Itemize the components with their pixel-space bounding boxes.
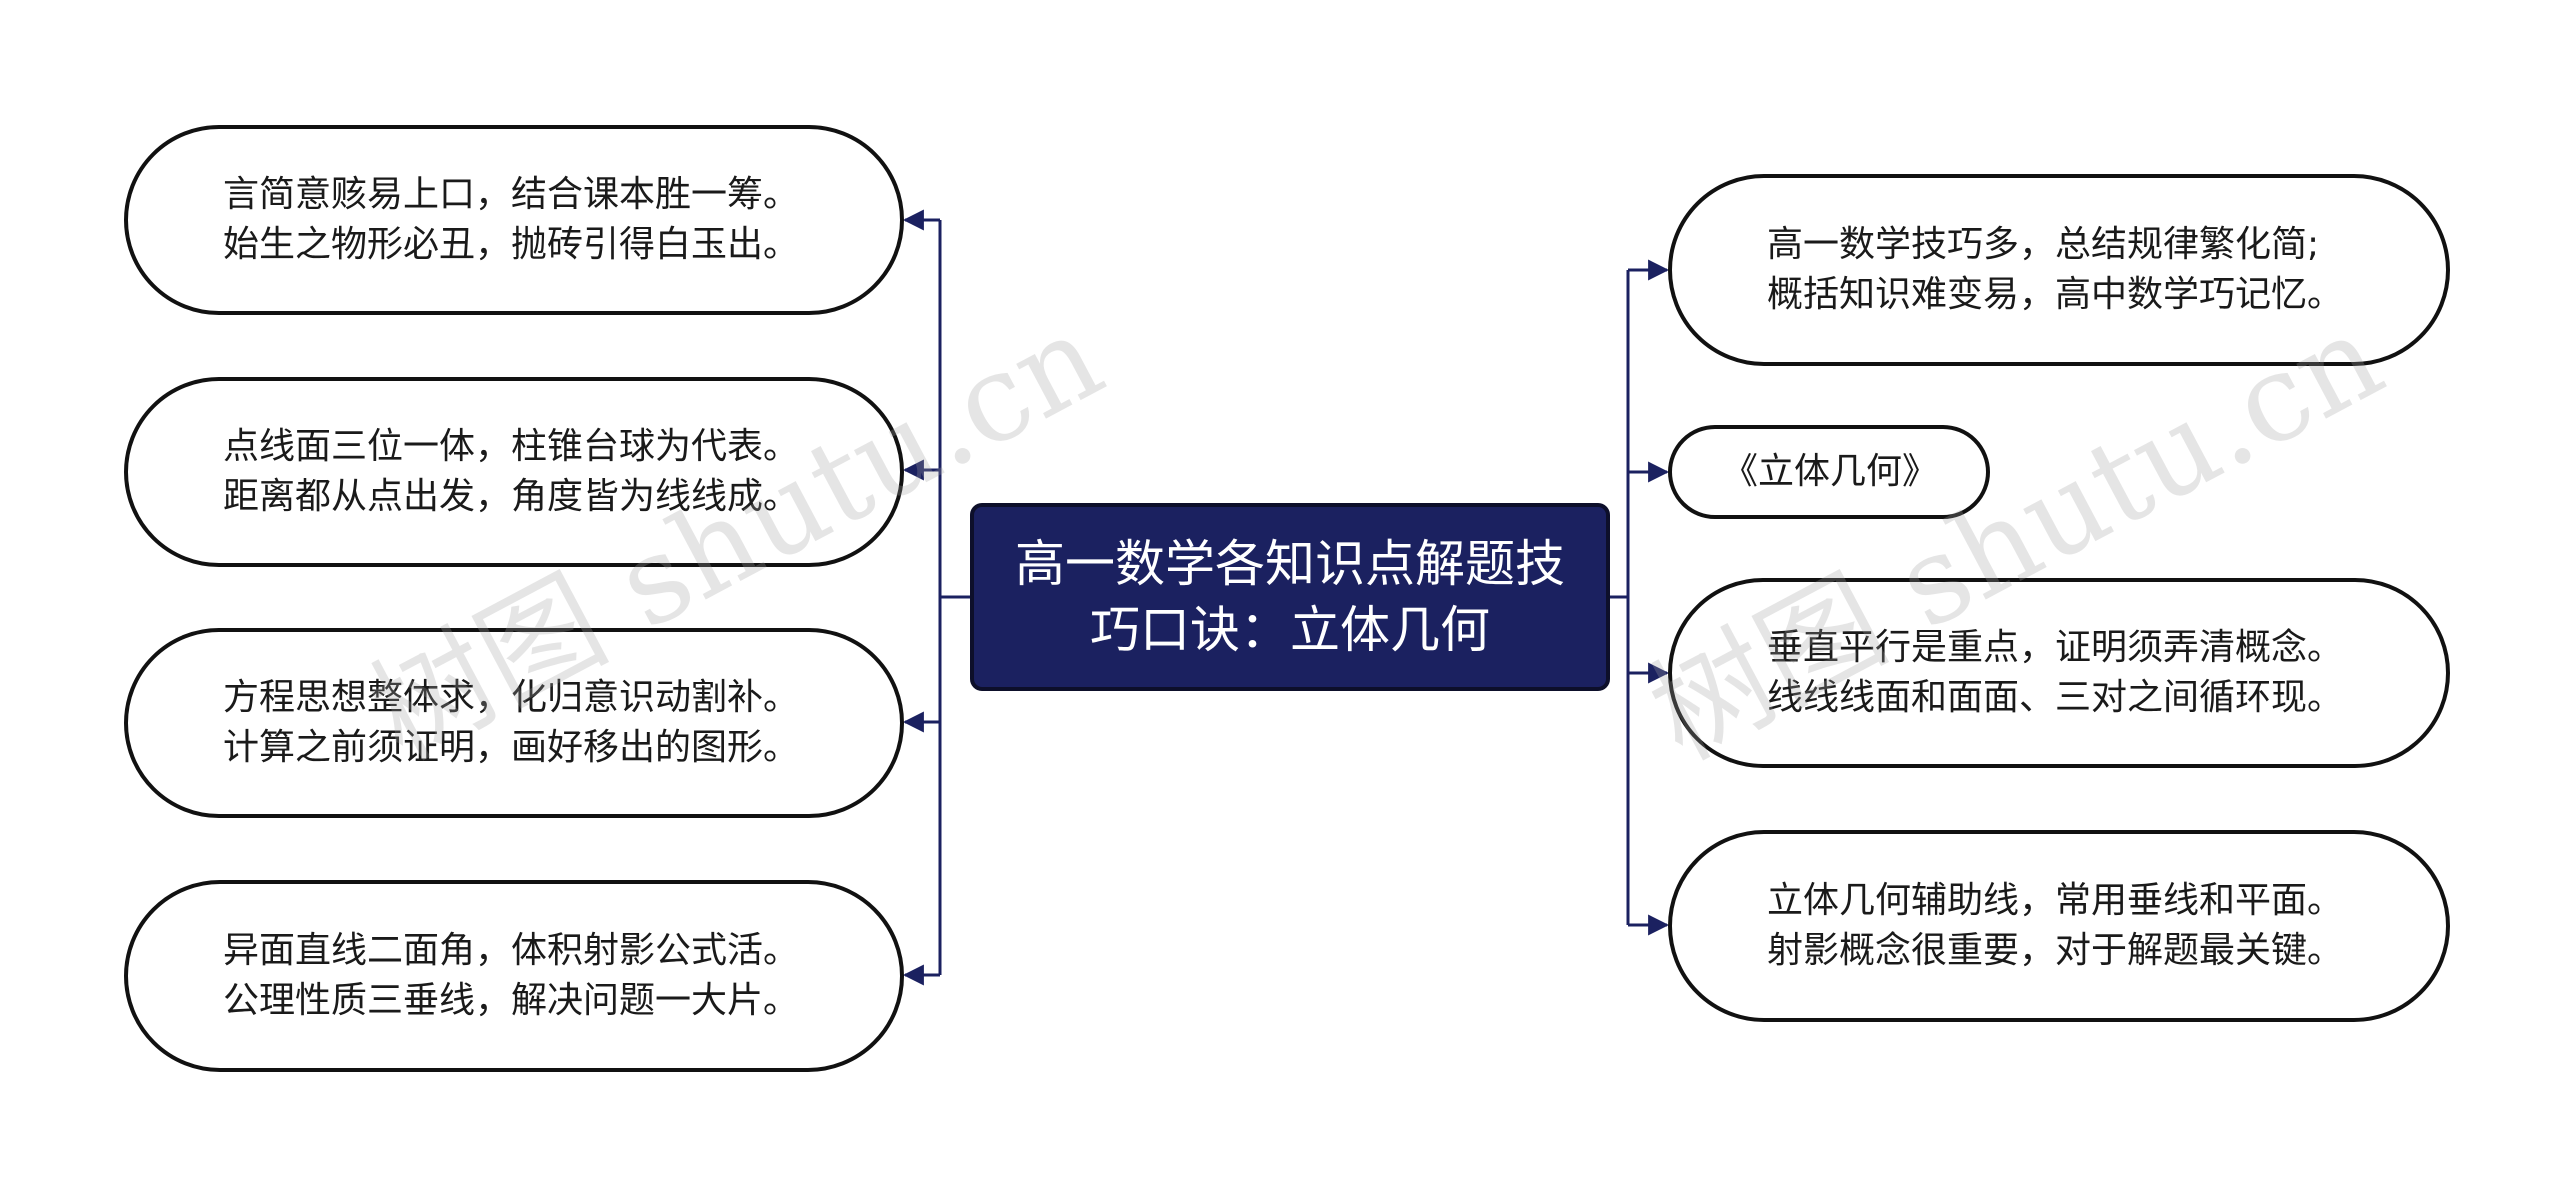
left-node-3[interactable]: 方程思想整体求，化归意识动割补。计算之前须证明，画好移出的图形。 [124,628,904,818]
right-node-2[interactable]: 《立体几何》 [1668,425,1990,519]
right-node-3-text: 垂直平行是重点，证明须弄清概念。线线线面和面面、三对之间循环现。 [1767,627,2344,718]
right-node-4-text: 立体几何辅助线，常用垂线和平面。射影概念很重要，对于解题最关键。 [1767,880,2344,971]
right-node-1-text: 高一数学技巧多，总结规律繁化简;概括知识难变易，高中数学巧记忆。 [1767,224,2344,315]
left-node-3-text: 方程思想整体求，化归意识动割补。计算之前须证明，画好移出的图形。 [223,677,800,768]
left-node-2[interactable]: 点线面三位一体，柱锥台球为代表。距离都从点出发，角度皆为线线成。 [124,377,904,567]
left-node-4-text: 异面直线二面角，体积射影公式活。公理性质三垂线，解决问题一大片。 [223,930,800,1021]
left-node-1-text: 言简意赅易上口，结合课本胜一筹。始生之物形必丑，抛砖引得白玉出。 [223,174,800,265]
right-node-1[interactable]: 高一数学技巧多，总结规律繁化简;概括知识难变易，高中数学巧记忆。 [1668,174,2450,366]
right-node-2-text: 《立体几何》 [1722,451,1939,492]
root-title: 高一数学各知识点解题技巧口诀：立体几何 [1015,535,1565,659]
left-node-1[interactable]: 言简意赅易上口，结合课本胜一筹。始生之物形必丑，抛砖引得白玉出。 [124,125,904,315]
left-node-4[interactable]: 异面直线二面角，体积射影公式活。公理性质三垂线，解决问题一大片。 [124,880,904,1072]
right-node-4[interactable]: 立体几何辅助线，常用垂线和平面。射影概念很重要，对于解题最关键。 [1668,830,2450,1022]
root-node[interactable]: 高一数学各知识点解题技巧口诀：立体几何 [970,503,1610,691]
left-node-2-text: 点线面三位一体，柱锥台球为代表。距离都从点出发，角度皆为线线成。 [223,426,800,517]
right-node-3[interactable]: 垂直平行是重点，证明须弄清概念。线线线面和面面、三对之间循环现。 [1668,578,2450,768]
